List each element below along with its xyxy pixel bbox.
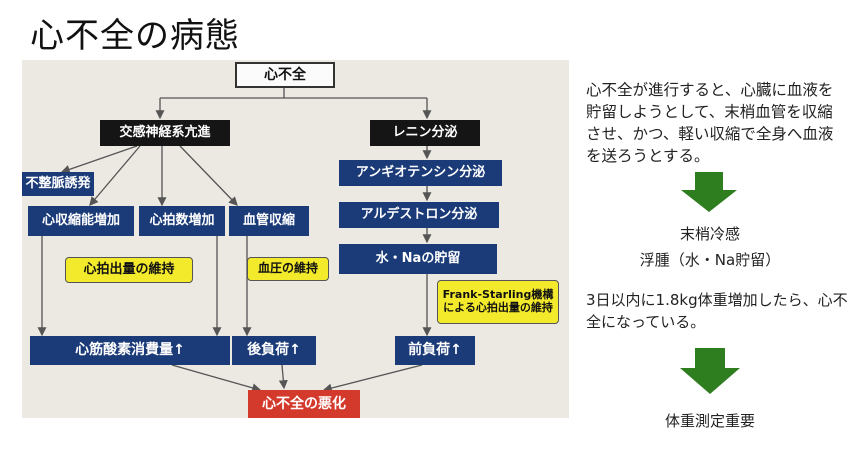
node-worsening: 心不全の悪化	[248, 390, 360, 418]
node-renin: レニン分泌	[370, 120, 480, 146]
node-sympathetic: 交感神経系亢進	[100, 120, 230, 146]
frank-starling-line1: Frank-Starling機構	[442, 288, 554, 302]
node-heart-rate: 心拍数増加	[139, 206, 225, 236]
diagram-photo: 心不全 交感神経系亢進 レニン分泌 不整脈誘発 心収縮能増加 心拍数増加 血管収…	[22, 60, 569, 418]
conclusion-text: 体重測定重要	[664, 412, 755, 430]
slide-title: 心不全の病態	[30, 16, 240, 56]
node-cardiac-output: 心拍出量の維持	[65, 257, 193, 283]
down-arrow-2	[680, 348, 740, 394]
node-afterload: 後負荷↑	[232, 336, 316, 365]
node-preload: 前負荷↑	[395, 336, 475, 365]
node-blood-pressure: 血圧の維持	[247, 257, 329, 281]
node-water-na: 水・Naの貯留	[339, 244, 497, 274]
node-angiotensin: アンギオテンシン分泌	[339, 160, 502, 186]
node-vasoconstriction: 血管収縮	[229, 206, 309, 236]
node-aldosterone: アルデストロン分泌	[339, 202, 499, 228]
connector-lines	[37, 88, 432, 393]
symptom-edema: 浮腫（水・Na貯留）	[639, 251, 781, 269]
symptom-cold-extremities: 末梢冷感	[679, 225, 740, 243]
node-heart-failure: 心不全	[235, 62, 335, 88]
frank-starling-line2: による心拍出量の維持	[443, 301, 553, 314]
node-arrhythmia: 不整脈誘発	[22, 172, 94, 196]
down-arrow-1	[681, 172, 737, 212]
node-o2-consumption: 心筋酸素消費量↑	[30, 336, 230, 365]
notes-paragraph: 心不全が進行すると、心臓に血液を貯留しようとして、末梢血管を収縮させ、かつ、軽い…	[586, 81, 834, 165]
weight-note: 3日以内に1.8kg体重増加したら、心不全になっている。	[586, 291, 848, 331]
node-frank-starling: Frank-Starling機構 による心拍出量の維持	[437, 280, 559, 324]
node-contractility: 心収縮能増加	[28, 206, 134, 236]
